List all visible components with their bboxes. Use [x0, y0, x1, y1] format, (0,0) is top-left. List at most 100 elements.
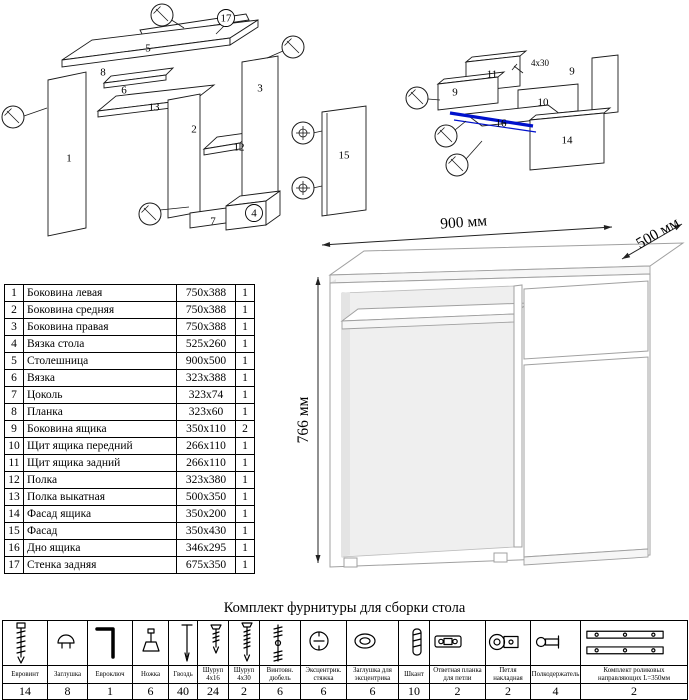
nail-icon — [181, 624, 193, 662]
hardware-qty: 6 — [259, 683, 301, 700]
part-name: Щит ящика задний — [23, 454, 177, 472]
part-name: Боковина ящика — [23, 420, 177, 438]
part-qty: 1 — [235, 403, 255, 421]
cap-icon — [57, 634, 75, 649]
part-1-left-side — [47, 71, 87, 237]
part-callout-2: 2 — [191, 124, 197, 136]
dim-arrowhead — [673, 224, 682, 231]
small-screw-icon — [511, 63, 518, 71]
part-size: 323x380 — [176, 471, 236, 489]
part-size: 346x295 — [176, 539, 236, 557]
part-name: Фасад — [23, 522, 177, 540]
part-num: 16 — [4, 539, 24, 557]
hardware-icon-cell — [259, 620, 301, 666]
hinge-callout-icon — [291, 121, 315, 145]
leader-line — [23, 107, 48, 117]
hardware-icon-cell — [228, 620, 260, 666]
screw-callout-icon — [445, 140, 483, 177]
cam-lock-icon — [309, 631, 329, 651]
part-12-shelf-edge — [203, 142, 241, 156]
part-14-drawer-fascia — [529, 112, 605, 171]
svg-text:9: 9 — [452, 87, 458, 99]
hardware-name: Гвоздь — [168, 665, 198, 684]
svg-text:10: 10 — [538, 97, 550, 109]
part-size: 500x350 — [176, 488, 236, 506]
part-callout-14: 14 — [562, 135, 574, 147]
hardware-name: Ножка — [132, 665, 169, 684]
screw-short-icon — [210, 624, 222, 654]
hardware-qty: 2 — [485, 683, 531, 700]
part-size: 750x388 — [176, 284, 236, 302]
part-name: Боковина правая — [23, 318, 177, 336]
svg-text:2: 2 — [191, 124, 197, 136]
part-num: 15 — [4, 522, 24, 540]
part-name: Фасад ящика — [23, 505, 177, 523]
hardware-icon-cell — [47, 620, 88, 666]
part-size: 350x430 — [176, 522, 236, 540]
hardware-icon-cell — [429, 620, 486, 666]
part-name: Боковина средняя — [23, 301, 177, 319]
hardware-name: Евровинт — [2, 665, 48, 684]
part-num: 17 — [4, 556, 24, 574]
hardware-icon-cell — [197, 620, 229, 666]
screw-long-icon — [241, 622, 253, 662]
hardware-name: Полкодержатель — [530, 665, 581, 684]
part-size: 750x388 — [176, 318, 236, 336]
part-qty: 1 — [235, 539, 255, 557]
part-size: 323x60 — [176, 403, 236, 421]
hardware-name: Шкант — [398, 665, 430, 684]
leader-line — [159, 206, 190, 211]
svg-text:7: 7 — [210, 216, 216, 228]
svg-text:15: 15 — [339, 150, 351, 162]
part-qty: 1 — [235, 488, 255, 506]
part-qty: 1 — [235, 386, 255, 404]
part-qty: 1 — [235, 437, 255, 455]
hardware-qty: 6 — [300, 683, 347, 700]
hardware-qty: 10 — [398, 683, 430, 700]
assembled-desk-render: 900 мм 500 мм 766 мм — [295, 212, 685, 568]
part-callout-1: 1 — [66, 153, 72, 165]
hardware-qty: 40 — [168, 683, 198, 700]
part-name: Боковина левая — [23, 284, 177, 302]
hardware-icon-cell — [168, 620, 198, 666]
leader-line — [266, 50, 284, 59]
leader-line — [215, 25, 225, 35]
dim-width-line — [321, 226, 613, 246]
screw-callout-icon — [150, 3, 174, 27]
part-callout-10: 10 — [538, 97, 550, 109]
hardware-name: Винтовн. дюбель — [259, 665, 301, 684]
part-3-right-side — [241, 55, 279, 203]
part-size: 266x110 — [176, 454, 236, 472]
svg-text:5: 5 — [145, 43, 151, 55]
hardware-icons-row — [2, 620, 688, 666]
part-callout-4: 4 — [245, 204, 263, 222]
part-qty: 1 — [235, 505, 255, 523]
svg-text:17: 17 — [221, 13, 233, 25]
leader-line — [312, 185, 323, 189]
hardware-qty: 2 — [429, 683, 486, 700]
hardware-name: Евроключ — [87, 665, 133, 684]
hardware-icon-cell — [132, 620, 169, 666]
hardware-qty: 6 — [346, 683, 399, 700]
hardware-icon-cell — [300, 620, 347, 666]
door-front-panel — [523, 356, 649, 558]
part-size: 750x388 — [176, 301, 236, 319]
svg-text:16: 16 — [496, 118, 508, 130]
dowel-icon — [412, 628, 422, 656]
part-num: 13 — [4, 488, 24, 506]
part-callout-9: 9 — [569, 66, 575, 78]
desk-foot — [493, 552, 508, 563]
part-name: Дно ящика — [23, 539, 177, 557]
part-size: 900x500 — [176, 352, 236, 370]
part-num: 4 — [4, 335, 24, 353]
